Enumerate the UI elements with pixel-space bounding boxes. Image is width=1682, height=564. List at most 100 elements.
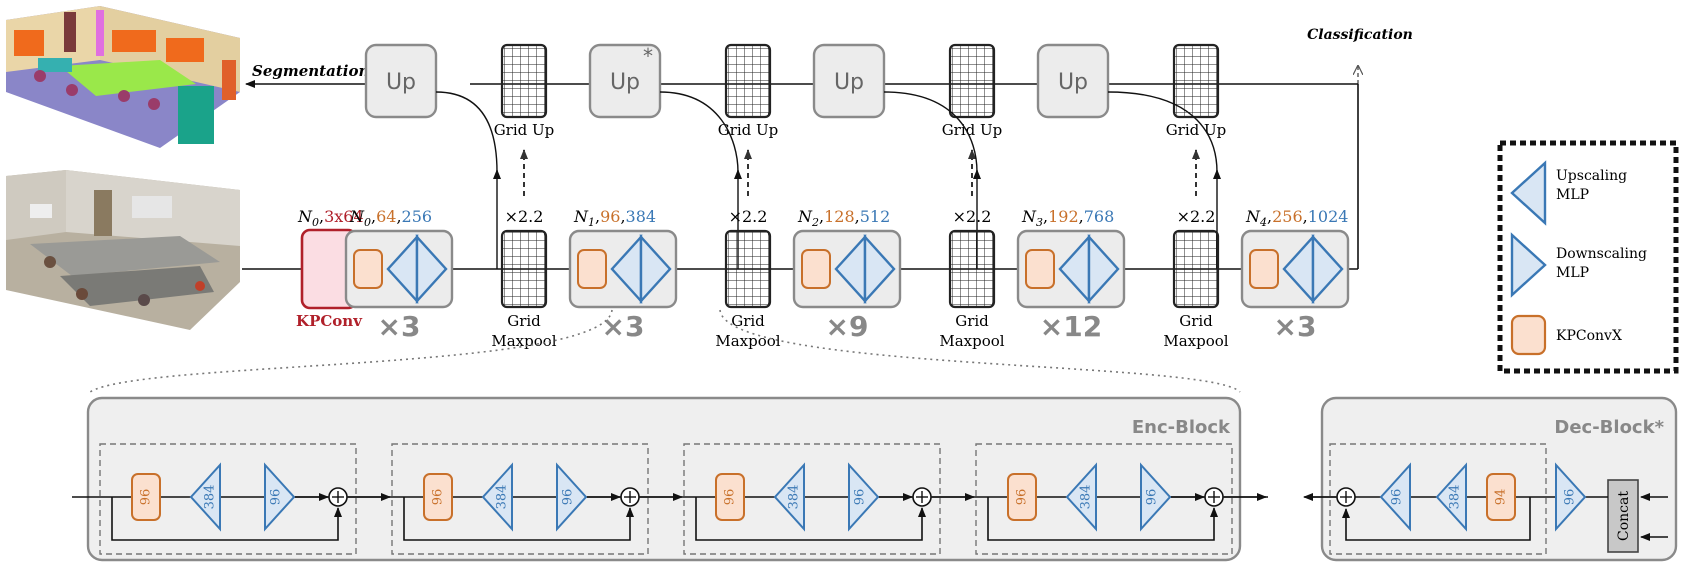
grid-up-3: Grid Up xyxy=(942,43,1003,139)
dec-downscaling: 96 xyxy=(1379,462,1411,532)
stage-dims-label: N1,96,384 xyxy=(573,207,656,229)
svg-text:Enc-Block: Enc-Block xyxy=(1132,417,1231,438)
legend-upscaling: Upscaling MLP xyxy=(1510,160,1627,226)
dec-in-downscaling: 96 xyxy=(1555,462,1587,532)
svg-text:Dec-Block*: Dec-Block* xyxy=(1554,417,1664,438)
down-dim: 96 xyxy=(1145,489,1160,506)
grid-icon xyxy=(500,229,548,309)
kp-dim: 96 xyxy=(431,489,446,506)
kpconvx-icon xyxy=(801,249,831,289)
stage-dims-label: N2,128,512 xyxy=(797,207,890,229)
pool-label-line2: Maxpool xyxy=(491,332,556,350)
svg-text:N0,3x64: N0,3x64 xyxy=(297,207,364,229)
dec-upscaling: 384 xyxy=(1435,462,1467,532)
dec-residual xyxy=(1342,497,1531,541)
encoder-stage-4: N4,256,1024 ×3 xyxy=(1240,207,1350,343)
svg-text:Up: Up xyxy=(386,70,416,95)
grid-icon xyxy=(724,229,772,309)
pool-ratio: ×2.2 xyxy=(505,207,544,226)
up-dim: 384 xyxy=(1079,485,1094,510)
svg-text:96: 96 xyxy=(1390,489,1405,506)
dec-kpconvx: 94 xyxy=(1486,473,1516,521)
grid-icon xyxy=(948,229,996,309)
encoder-stage-0: N0,64,256 ×3 xyxy=(344,207,454,343)
up-dim: 384 xyxy=(203,485,218,510)
pool-ratio: ×2.2 xyxy=(729,207,768,226)
kpconvx-icon xyxy=(577,249,607,289)
encoder-stage-3: N3,192,768×12 xyxy=(1016,207,1126,343)
kpconvx-icon xyxy=(423,473,453,521)
downscaling-mlp-icon xyxy=(848,462,880,532)
kpconvx-icon xyxy=(715,473,745,521)
svg-text:KPConvX: KPConvX xyxy=(1556,328,1622,344)
svg-text:Concat: Concat xyxy=(1616,491,1632,541)
svg-text:*: * xyxy=(643,44,653,68)
svg-text:Up: Up xyxy=(1058,70,1088,95)
stage-repeat: ×3 xyxy=(602,310,645,343)
svg-text:Upscaling: Upscaling xyxy=(1556,168,1627,184)
concat-box xyxy=(1607,479,1639,553)
stage-dims-label: N0,64,256 xyxy=(349,207,432,229)
pool-label-line2: Maxpool xyxy=(1163,332,1228,350)
skip-connections xyxy=(435,91,1221,269)
svg-text:Grid Up: Grid Up xyxy=(718,121,779,139)
downscaling-mlp-icon xyxy=(639,233,672,305)
legend-downscaling: Downscaling MLP xyxy=(1510,232,1647,298)
svg-text:MLP: MLP xyxy=(1556,187,1589,203)
kpconvx-icon xyxy=(1510,314,1547,356)
downscaling-mlp-icon xyxy=(863,233,896,305)
pool-label-line1: Grid xyxy=(507,312,541,330)
svg-text:96: 96 xyxy=(1563,489,1578,506)
pool-ratio: ×2.2 xyxy=(953,207,992,226)
pool-label-line2: Maxpool xyxy=(939,332,1004,350)
grid-up-2: Grid Up xyxy=(718,43,779,139)
svg-text:384: 384 xyxy=(1448,485,1463,510)
stage-dims-label: N4,256,1024 xyxy=(1245,207,1348,229)
downscaling-mlp-icon xyxy=(1311,233,1344,305)
pool-label-line1: Grid xyxy=(955,312,989,330)
svg-text:Up: Up xyxy=(834,70,864,95)
svg-text:Grid Up: Grid Up xyxy=(942,121,1003,139)
upscaling-mlp-icon xyxy=(773,462,805,532)
dec-block: Dec-Block* Concat 96 94 384 96 xyxy=(1305,396,1678,562)
downscaling-mlp-icon xyxy=(264,462,296,532)
downscaling-mlp-icon xyxy=(556,462,588,532)
grid-icon xyxy=(1172,229,1220,309)
svg-text:94: 94 xyxy=(1494,489,1509,506)
svg-text:KPConv: KPConv xyxy=(296,312,363,330)
up-block-1: Up xyxy=(364,43,438,119)
segmentation-pointcloud-image xyxy=(6,6,240,148)
svg-text:Grid Up: Grid Up xyxy=(494,121,555,139)
legend: Upscaling MLP Downscaling MLP KPConvX xyxy=(1497,140,1679,374)
svg-text:Downscaling: Downscaling xyxy=(1556,246,1647,262)
downscaling-mlp-icon xyxy=(415,233,448,305)
svg-text:Up: Up xyxy=(610,70,640,95)
pool-label-line2: Maxpool xyxy=(715,332,780,350)
downscaling-mlp-icon xyxy=(1510,232,1547,298)
down-dim: 96 xyxy=(269,489,284,506)
pool-label-line1: Grid xyxy=(1179,312,1213,330)
pool-label-line1: Grid xyxy=(731,312,765,330)
upscaling-mlp-icon xyxy=(189,462,221,532)
upscaling-mlp-icon xyxy=(1510,160,1547,226)
stage-repeat: ×3 xyxy=(378,310,421,343)
stage-repeat: ×3 xyxy=(1274,310,1317,343)
legend-kpconvx: KPConvX xyxy=(1510,314,1622,356)
encoder-stages: N0,64,256×3N1,96,384×3N2,128,512×9N3,192… xyxy=(344,207,1350,350)
grid-up-4: Grid Up xyxy=(1166,43,1227,139)
kpconvx-icon xyxy=(353,249,383,289)
stage-dims-label: N3,192,768 xyxy=(1021,207,1114,229)
up-block-2: Up * xyxy=(588,43,662,119)
upscaling-mlp-icon xyxy=(481,462,513,532)
svg-text:Grid Up: Grid Up xyxy=(1166,121,1227,139)
up-block-3: Up xyxy=(812,43,886,119)
zoom-lines xyxy=(89,309,1241,393)
